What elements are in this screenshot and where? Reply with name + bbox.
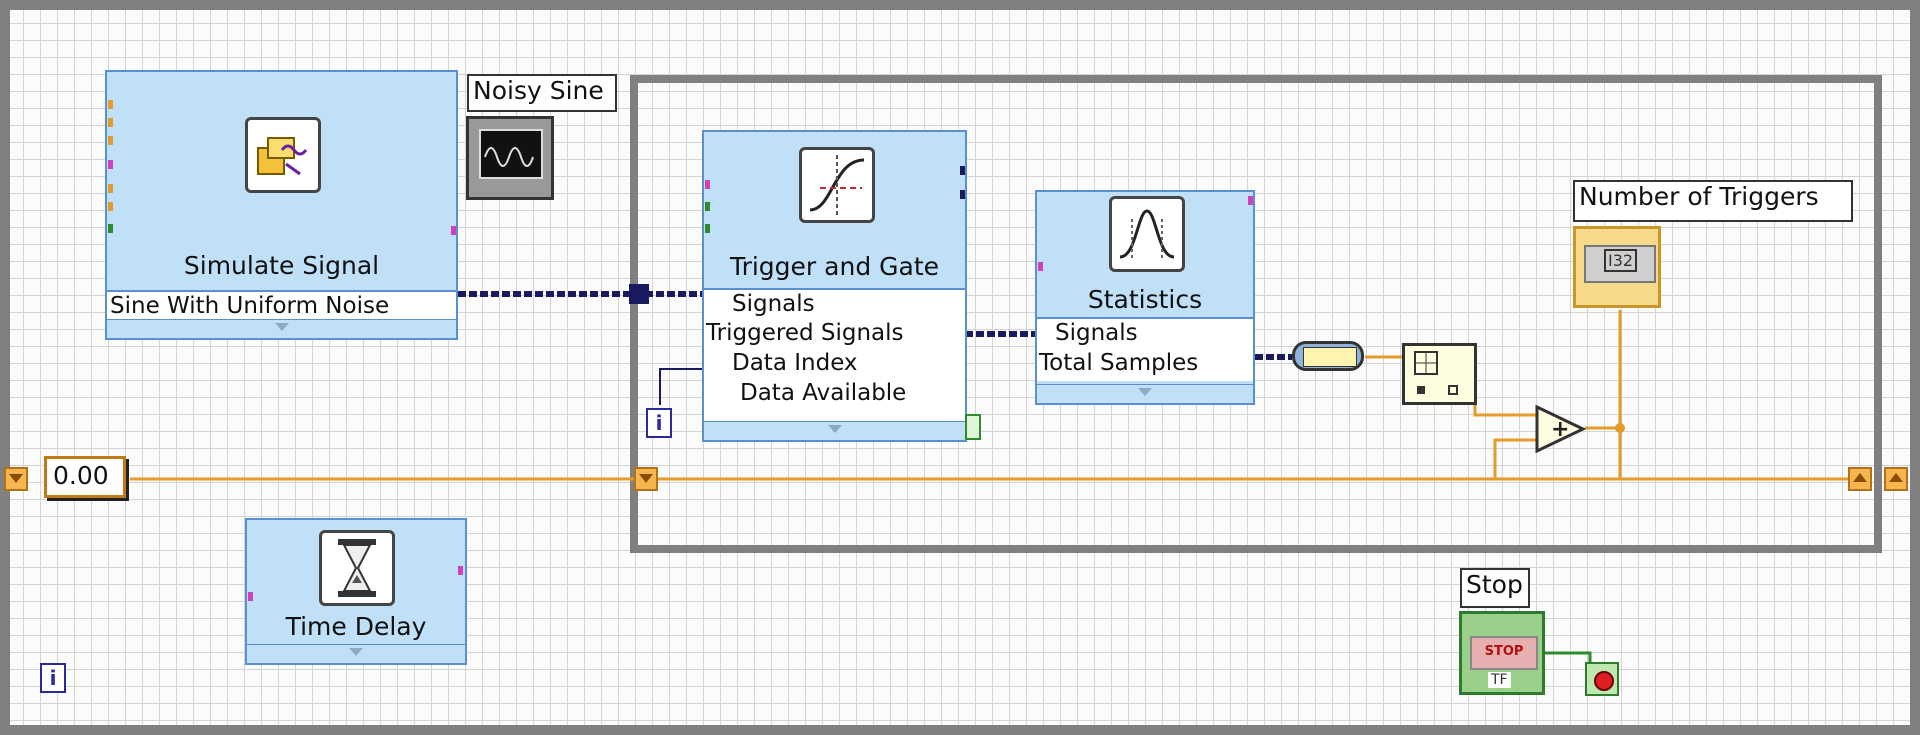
stop-button-control[interactable]: STOP TF <box>1459 611 1545 695</box>
convert-dynamic-data-node[interactable] <box>1292 341 1364 371</box>
add-symbol: + <box>1551 417 1569 442</box>
noisy-sine-graph[interactable] <box>466 116 554 200</box>
index-wire[interactable] <box>659 368 703 405</box>
input-terminal-dot[interactable] <box>108 100 113 109</box>
time-delay-expander[interactable] <box>247 644 465 663</box>
output-terminal-dot[interactable] <box>451 226 456 235</box>
inner-iteration-terminal[interactable]: i <box>646 408 672 438</box>
array-size-wire[interactable] <box>1473 403 1540 417</box>
number-of-triggers-terminal: I32 <box>1584 245 1656 283</box>
outer-shift-register-right[interactable] <box>1884 467 1908 491</box>
statistics-signals-label[interactable]: Signals <box>1055 320 1138 346</box>
noisy-sine-label: Noisy Sine <box>467 74 617 112</box>
trigger-and-gate-icon <box>799 147 875 223</box>
array-size-node[interactable] <box>1402 343 1477 405</box>
initial-value-constant[interactable]: 0.00 <box>44 456 126 498</box>
output-terminal-dot[interactable] <box>960 166 965 175</box>
wire-junction <box>1615 423 1625 433</box>
hourglass-icon <box>319 530 395 606</box>
outer-iteration-terminal[interactable]: i <box>40 663 66 693</box>
signals-input-label[interactable]: Signals <box>732 291 815 317</box>
array-size-icon <box>1414 351 1458 395</box>
input-terminal-dot[interactable] <box>108 118 113 127</box>
stop-label: Stop <box>1460 568 1530 608</box>
simulate-signal-rows: Sine With Uniform Noise <box>107 290 456 324</box>
simulate-signal-title: Simulate Signal <box>183 251 380 280</box>
input-terminal-dot[interactable] <box>108 136 113 145</box>
input-terminal-dot[interactable] <box>248 592 253 601</box>
stop-wire[interactable] <box>1545 651 1592 668</box>
trigger-and-gate-rows: Signals Triggered Signals Data Index Dat… <box>704 288 965 422</box>
loop-tunnel[interactable] <box>629 284 649 304</box>
inner-shift-register-left[interactable] <box>634 467 658 491</box>
triggers-i32-text: I32 <box>1604 249 1638 272</box>
time-delay-vi[interactable]: Time Delay <box>245 518 467 665</box>
input-terminal-dot[interactable] <box>108 160 113 169</box>
outer-shift-register-left[interactable] <box>4 467 28 491</box>
input-terminal-dot[interactable] <box>108 202 113 211</box>
output-terminal-dot[interactable] <box>458 566 463 575</box>
stop-button-text: STOP <box>1484 644 1524 659</box>
total-samples-label[interactable]: Total Samples <box>1039 350 1199 376</box>
add-node[interactable]: + <box>1535 405 1587 453</box>
convert-icon <box>1303 347 1357 367</box>
stop-tf-text: TF <box>1488 672 1511 688</box>
trigger-and-gate-title: Trigger and Gate <box>729 252 940 281</box>
sine-with-uniform-noise-label[interactable]: Sine With Uniform Noise <box>110 293 390 319</box>
data-index-input-label[interactable]: Data Index <box>732 350 858 376</box>
inner-loop[interactable] <box>630 75 1882 553</box>
trigger-and-gate-expander[interactable] <box>704 421 965 440</box>
number-of-triggers-indicator[interactable]: I32 <box>1573 226 1661 308</box>
loop-condition-terminal[interactable] <box>1585 662 1619 696</box>
output-terminal-dot[interactable] <box>1248 196 1253 205</box>
triggered-signals-output-label[interactable]: Triggered Signals <box>706 320 904 346</box>
data-available-terminal[interactable] <box>965 414 981 440</box>
simulate-signal-vi[interactable]: Simulate Signal Sine With Uniform Noise <box>105 70 458 340</box>
time-delay-title: Time Delay <box>285 612 427 641</box>
add-input-wire[interactable] <box>1493 438 1540 479</box>
stop-if-true-icon <box>1594 671 1614 691</box>
input-terminal-dot[interactable] <box>705 202 710 211</box>
statistics-title: Statistics <box>1087 285 1203 314</box>
data-available-output-label[interactable]: Data Available <box>740 380 907 406</box>
simulate-signal-icon <box>245 117 321 193</box>
input-terminal-dot[interactable] <box>1038 262 1043 271</box>
output-terminal-dot[interactable] <box>960 190 965 199</box>
statistics-rows: Signals Total Samples <box>1037 317 1253 381</box>
trigger-and-gate-vi[interactable]: Trigger and Gate Signals Triggered Signa… <box>702 130 967 442</box>
stop-button-face: STOP <box>1470 636 1538 670</box>
graph-screen-icon <box>479 129 543 179</box>
statistics-icon <box>1109 196 1185 272</box>
input-terminal-dot[interactable] <box>705 180 710 189</box>
input-terminal-dot[interactable] <box>108 184 113 193</box>
input-terminal-dot[interactable] <box>705 224 710 233</box>
inner-shift-register-right[interactable] <box>1848 467 1872 491</box>
statistics-expander[interactable] <box>1037 384 1253 403</box>
number-of-triggers-label: Number of Triggers <box>1573 180 1853 222</box>
statistics-vi[interactable]: Statistics Signals Total Samples <box>1035 190 1255 405</box>
input-terminal-dot[interactable] <box>108 224 113 233</box>
simulate-signal-expander[interactable] <box>107 319 456 338</box>
